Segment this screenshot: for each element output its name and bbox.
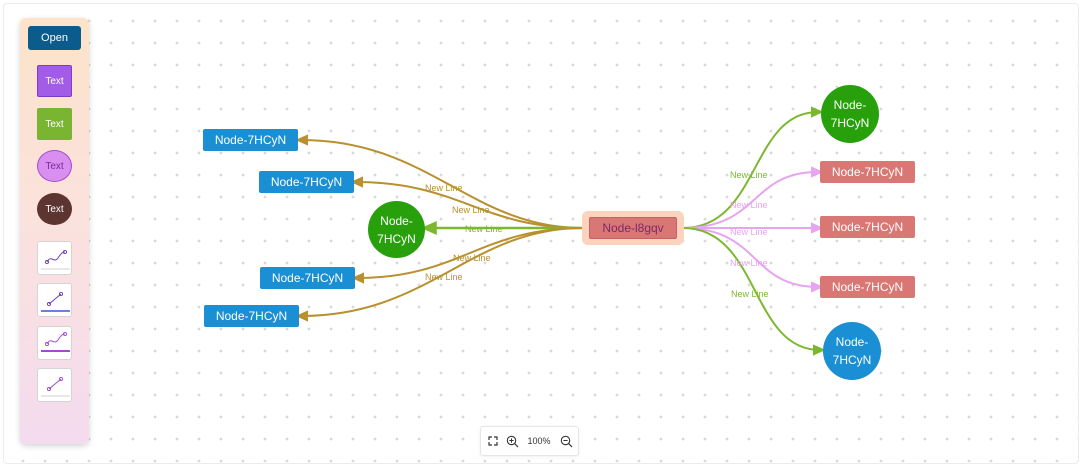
edge-label: New Line (730, 200, 768, 210)
fit-screen-button[interactable] (485, 427, 501, 455)
curve-line-underline-icon (41, 331, 70, 352)
edge-label: New Line (425, 183, 463, 193)
straight-line-icon (41, 376, 70, 397)
zoom-out-button[interactable] (557, 427, 575, 455)
edge-label: New Line (425, 272, 463, 282)
zoom-controls: 100% (480, 426, 579, 456)
left-node-4[interactable]: Node-7HCyN (260, 267, 355, 289)
right-node-4[interactable]: Node-7HCyN (820, 276, 915, 298)
curve-line-tool[interactable] (37, 326, 72, 360)
right-node-5[interactable]: Node-7HCyN (823, 322, 881, 380)
edge-root-to-left-2[interactable] (350, 176, 584, 229)
edge-label: New Line (730, 227, 768, 237)
circle-shape-tool[interactable]: Text (37, 193, 72, 225)
edge-root-to-right-4[interactable] (682, 227, 824, 293)
straight-line-tool[interactable] (37, 368, 72, 402)
zoom-in-icon (506, 435, 518, 447)
zoom-level: 100% (527, 436, 551, 446)
rectangle-shape-tool[interactable]: Text (37, 108, 72, 140)
edge-label: New Line (453, 253, 491, 263)
left-node-5[interactable]: Node-7HCyN (204, 305, 299, 327)
straight-line-tool[interactable] (37, 283, 72, 317)
edge-label: New Line (452, 205, 490, 215)
edge-root-to-left-1[interactable] (295, 134, 584, 229)
right-node-3[interactable]: Node-7HCyN (820, 216, 915, 238)
open-button[interactable]: Open (28, 26, 81, 50)
zoom-out-icon (560, 435, 572, 447)
curve-line-tool[interactable] (37, 241, 72, 275)
root-node[interactable]: Node-l8gqv (589, 217, 677, 239)
left-node-2[interactable]: Node-7HCyN (259, 171, 354, 193)
edge-label: New Line (730, 258, 768, 268)
shape-toolbar: Open Text Text Text Text (20, 18, 89, 444)
right-node-1[interactable]: Node-7HCyN (821, 85, 879, 143)
circle-shape-tool[interactable]: Text (37, 150, 72, 182)
edge-root-to-left-5[interactable] (295, 227, 584, 322)
edge-label: New Line (731, 289, 769, 299)
right-node-2[interactable]: Node-7HCyN (820, 161, 915, 183)
edge-label: New Line (730, 170, 768, 180)
left-node-1[interactable]: Node-7HCyN (203, 129, 298, 151)
edge-root-to-right-5[interactable] (682, 227, 826, 356)
left-node-3[interactable]: Node-7HCyN (368, 201, 425, 258)
edge-root-to-right-1[interactable] (682, 106, 824, 229)
edge-root-to-right-2[interactable] (682, 166, 824, 229)
fullscreen-icon (488, 436, 498, 446)
rectangle-shape-tool[interactable]: Text (37, 65, 72, 97)
straight-line-icon (41, 291, 70, 312)
zoom-in-button[interactable] (503, 427, 521, 455)
edge-label: New Line (465, 224, 503, 234)
curve-line-icon (41, 249, 70, 270)
